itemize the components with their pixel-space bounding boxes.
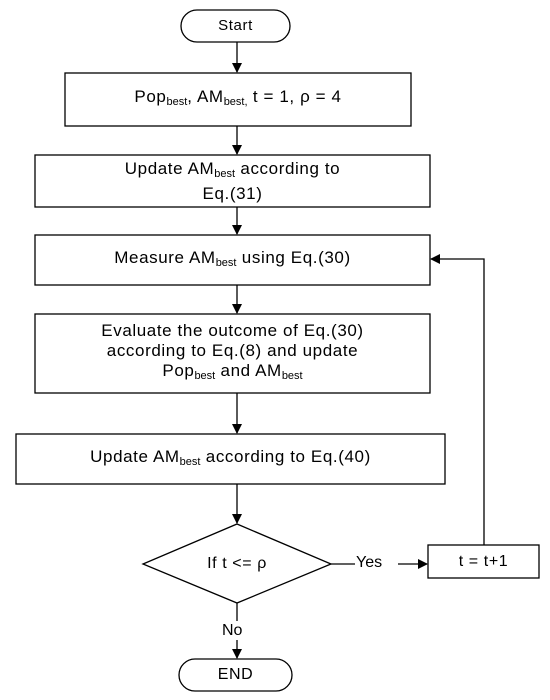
update40-process-box: [15, 433, 446, 485]
decision-label: If t <= ρ: [143, 524, 331, 603]
init-am: , AM: [187, 87, 224, 106]
update31-sub: best: [214, 167, 236, 180]
init-label: Popbest, AMbest, t = 1, ρ = 4: [65, 73, 411, 126]
evaluate-text: Evaluate the outcome of Eq.(30) accordin…: [101, 321, 363, 386]
start-text: Start: [218, 17, 253, 34]
evaluate-line2: according to Eq.(8) and update: [106, 341, 359, 360]
no-edge-label: No: [222, 622, 243, 639]
measure-text: Measure AMbest using Eq.(30): [114, 248, 350, 273]
evaluate-am-sub: best: [281, 370, 303, 382]
measure-sub: best: [215, 256, 237, 269]
start-terminal-shape: [180, 9, 291, 43]
init-params: t = 1, ρ = 4: [247, 87, 342, 106]
update31-process-box: [34, 154, 431, 208]
update40-sub: best: [179, 455, 201, 468]
end-text: END: [217, 666, 254, 683]
evaluate-label: Evaluate the outcome of Eq.(30) accordin…: [35, 314, 430, 393]
evaluate-line1: Evaluate the outcome of Eq.(30): [101, 321, 364, 340]
end-terminal-shape: [178, 658, 293, 692]
init-process-box: [64, 72, 412, 127]
evaluate-pop-sub: best: [194, 370, 216, 382]
increment-label: t = t+1: [428, 545, 539, 578]
update31-label: Update AMbest according to Eq.(31): [35, 155, 430, 207]
start-label: Start: [181, 10, 290, 42]
end-label: END: [179, 659, 292, 691]
evaluate-process-box: [34, 313, 431, 394]
measure-b: using Eq.(30): [236, 247, 351, 267]
evaluate-line3-am: and AM: [215, 361, 282, 380]
init-am-sub: best,: [223, 96, 248, 108]
update31-text: Update AMbest according to Eq.(31): [125, 159, 340, 204]
measure-a: Measure AM: [114, 247, 216, 267]
update31-line1-a: Update AM: [124, 158, 215, 178]
update40-b: according to Eq.(40): [200, 446, 371, 466]
arrow-loop-back-to-measure: [430, 254, 485, 545]
decision-text: If t <= ρ: [207, 554, 267, 572]
update31-line2: Eq.(31): [202, 183, 263, 203]
yes-edge-label: Yes: [356, 554, 383, 571]
measure-process-box: [34, 234, 431, 286]
init-pop-sub: best: [166, 96, 188, 108]
update40-a: Update AM: [90, 446, 180, 466]
evaluate-line3-pop: Pop: [162, 361, 195, 380]
init-text: Popbest, AMbest, t = 1, ρ = 4: [134, 87, 341, 112]
init-pop: Pop: [134, 87, 167, 106]
increment-text: t = t+1: [458, 552, 509, 570]
measure-label: Measure AMbest using Eq.(30): [35, 235, 430, 285]
update40-label: Update AMbest according to Eq.(40): [16, 434, 445, 484]
update40-text: Update AMbest according to Eq.(40): [90, 447, 371, 472]
update31-line1-b: according to: [235, 158, 341, 178]
